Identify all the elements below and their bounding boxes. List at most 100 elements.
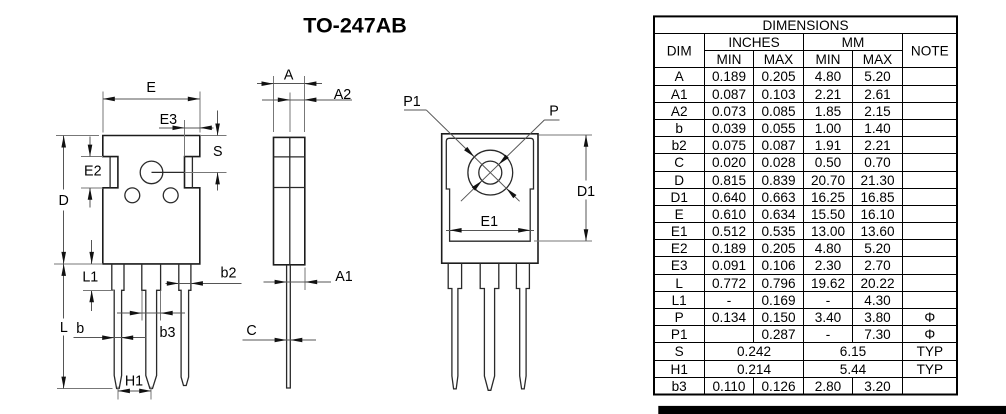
svg-text:16.10: 16.10 — [860, 207, 894, 222]
svg-text:TYP: TYP — [917, 344, 943, 359]
svg-text:6.15: 6.15 — [840, 344, 866, 359]
svg-text:0.028: 0.028 — [761, 155, 795, 170]
svg-text:0.796: 0.796 — [761, 276, 795, 291]
svg-text:0.150: 0.150 — [761, 310, 795, 325]
svg-text:b2: b2 — [221, 266, 237, 282]
svg-text:2.21: 2.21 — [815, 87, 841, 102]
svg-text:19.62: 19.62 — [811, 276, 845, 291]
svg-text:1.85: 1.85 — [815, 104, 841, 119]
svg-text:b2: b2 — [672, 138, 687, 153]
svg-text:0.815: 0.815 — [712, 173, 746, 188]
svg-text:L1: L1 — [672, 293, 687, 308]
svg-text:P1: P1 — [671, 327, 688, 342]
svg-text:4.80: 4.80 — [815, 241, 842, 256]
svg-text:D1: D1 — [671, 190, 688, 205]
svg-text:MAX: MAX — [764, 52, 793, 67]
svg-text:0.287: 0.287 — [761, 327, 795, 342]
svg-text:0.512: 0.512 — [712, 224, 746, 239]
svg-text:INCHES: INCHES — [728, 35, 779, 50]
svg-text:0.085: 0.085 — [761, 104, 795, 119]
svg-text:A1: A1 — [671, 87, 688, 102]
svg-text:1.00: 1.00 — [815, 121, 842, 136]
svg-text:0.70: 0.70 — [864, 155, 891, 170]
svg-text:0.535: 0.535 — [761, 224, 795, 239]
svg-text:A: A — [284, 67, 294, 83]
svg-text:b: b — [76, 321, 84, 337]
svg-text:0.091: 0.091 — [712, 258, 746, 273]
svg-text:20.70: 20.70 — [811, 173, 845, 188]
svg-text:MM: MM — [842, 35, 865, 50]
svg-text:A2: A2 — [334, 87, 352, 103]
svg-text:MAX: MAX — [863, 52, 892, 67]
svg-text:0.169: 0.169 — [761, 293, 795, 308]
svg-text:7.30: 7.30 — [864, 327, 891, 342]
svg-text:5.20: 5.20 — [864, 241, 891, 256]
svg-text:0.106: 0.106 — [761, 258, 795, 273]
svg-text:15.50: 15.50 — [811, 207, 845, 222]
svg-text:0.020: 0.020 — [712, 155, 746, 170]
svg-text:0.189: 0.189 — [712, 241, 746, 256]
svg-text:0.103: 0.103 — [761, 87, 795, 102]
svg-text:-: - — [826, 327, 831, 342]
svg-text:0.205: 0.205 — [761, 241, 795, 256]
svg-text:D: D — [59, 193, 69, 209]
svg-text:NOTE: NOTE — [911, 44, 949, 59]
svg-text:0.110: 0.110 — [712, 379, 745, 394]
svg-text:20.22: 20.22 — [860, 276, 894, 291]
svg-text:P: P — [549, 104, 559, 120]
svg-text:P1: P1 — [403, 94, 421, 110]
svg-text:13.00: 13.00 — [811, 224, 845, 239]
svg-text:2.70: 2.70 — [864, 258, 891, 273]
svg-text:3.20: 3.20 — [864, 379, 891, 394]
svg-text:b3: b3 — [672, 379, 687, 394]
svg-text:-: - — [727, 293, 732, 308]
svg-text:0.640: 0.640 — [712, 190, 746, 205]
svg-text:L: L — [60, 320, 68, 336]
svg-text:E2: E2 — [84, 163, 102, 179]
svg-text:TO-247AB: TO-247AB — [303, 13, 407, 37]
svg-text:E: E — [675, 207, 684, 222]
svg-text:2.21: 2.21 — [864, 138, 890, 153]
svg-text:C: C — [674, 155, 684, 170]
svg-text:0.50: 0.50 — [815, 155, 842, 170]
svg-text:0.839: 0.839 — [761, 173, 795, 188]
svg-text:L: L — [675, 276, 683, 291]
svg-text:21.30: 21.30 — [860, 173, 894, 188]
svg-text:E2: E2 — [671, 241, 688, 256]
svg-text:5.44: 5.44 — [840, 362, 867, 377]
svg-text:MIN: MIN — [717, 52, 742, 67]
svg-text:5.20: 5.20 — [864, 69, 891, 84]
svg-text:Φ: Φ — [924, 310, 935, 325]
svg-text:0.126: 0.126 — [761, 379, 795, 394]
svg-text:H1: H1 — [125, 374, 143, 390]
svg-text:0.073: 0.073 — [712, 104, 746, 119]
svg-text:S: S — [675, 344, 684, 359]
svg-text:D: D — [674, 173, 684, 188]
svg-text:0.242: 0.242 — [737, 344, 771, 359]
svg-text:E1: E1 — [481, 214, 499, 230]
svg-text:16.85: 16.85 — [860, 190, 894, 205]
svg-text:D1: D1 — [577, 184, 595, 200]
svg-text:1.40: 1.40 — [864, 121, 891, 136]
svg-text:1.91: 1.91 — [815, 138, 841, 153]
svg-text:2.15: 2.15 — [864, 104, 890, 119]
svg-text:0.055: 0.055 — [761, 121, 795, 136]
svg-text:S: S — [213, 144, 223, 160]
svg-text:A2: A2 — [671, 104, 688, 119]
svg-text:H1: H1 — [671, 362, 688, 377]
svg-text:0.087: 0.087 — [712, 87, 746, 102]
svg-text:E3: E3 — [160, 112, 178, 128]
svg-text:Φ: Φ — [924, 327, 935, 342]
svg-text:0.663: 0.663 — [761, 190, 795, 205]
svg-text:0.189: 0.189 — [712, 69, 746, 84]
svg-text:13.60: 13.60 — [860, 224, 894, 239]
svg-text:16.25: 16.25 — [811, 190, 845, 205]
svg-text:0.134: 0.134 — [712, 310, 746, 325]
svg-text:0.087: 0.087 — [761, 138, 795, 153]
svg-text:MIN: MIN — [816, 52, 841, 67]
svg-text:L1: L1 — [82, 269, 98, 285]
svg-text:A: A — [675, 69, 685, 84]
svg-text:DIMENSIONS: DIMENSIONS — [762, 18, 848, 33]
svg-text:-: - — [826, 293, 831, 308]
svg-text:b: b — [675, 121, 683, 136]
